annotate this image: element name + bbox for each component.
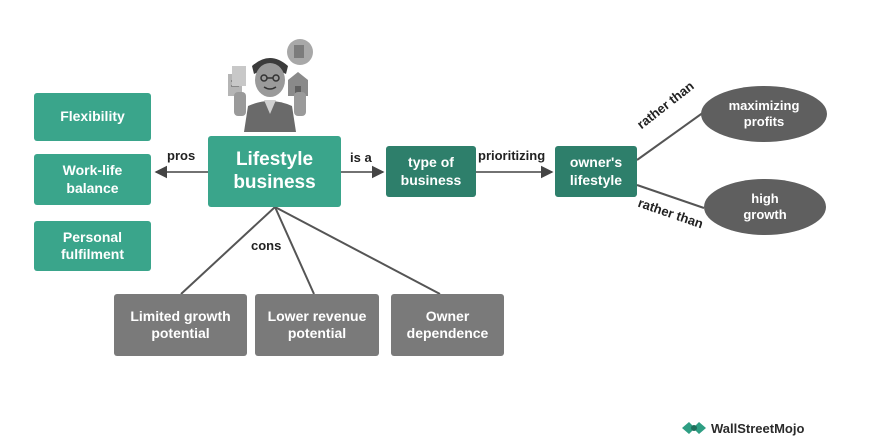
cons-line-3 [274,206,441,295]
person-with-documents-icon [228,39,313,132]
type-of-business-box: type of business [386,146,476,197]
rather-than-line-top [636,111,705,161]
con-lower-revenue: Lower revenue potential [255,294,379,356]
con-limited-growth: Limited growth potential [114,294,247,356]
label-is-a: is a [350,150,372,165]
outcome-maximizing-profits: maximizing profits [701,86,827,142]
con-owner-dependence: Owner dependence [391,294,504,356]
cons-line-2 [274,206,315,295]
cons-line-1 [180,206,276,295]
pro-work-life-balance: Work-life balance [34,154,151,205]
pro-flexibility: Flexibility [34,93,151,141]
pro-personal-fulfilment: Personal fulfilment [34,221,151,271]
wallstreetmojo-logo-icon [682,422,706,434]
label-prioritizing: prioritizing [478,148,546,163]
brand-name: WallStreetMojo [711,420,805,436]
rather-than-line-bottom [636,184,705,209]
brand-logo: WallStreetMojo [681,419,804,437]
label-pros: pros [167,148,196,163]
outcome-high-growth: high growth [704,179,826,235]
label-cons: cons [251,238,282,253]
owners-lifestyle-box: owner's lifestyle [555,146,637,197]
central-lifestyle-business: Lifestyle business [208,136,341,207]
